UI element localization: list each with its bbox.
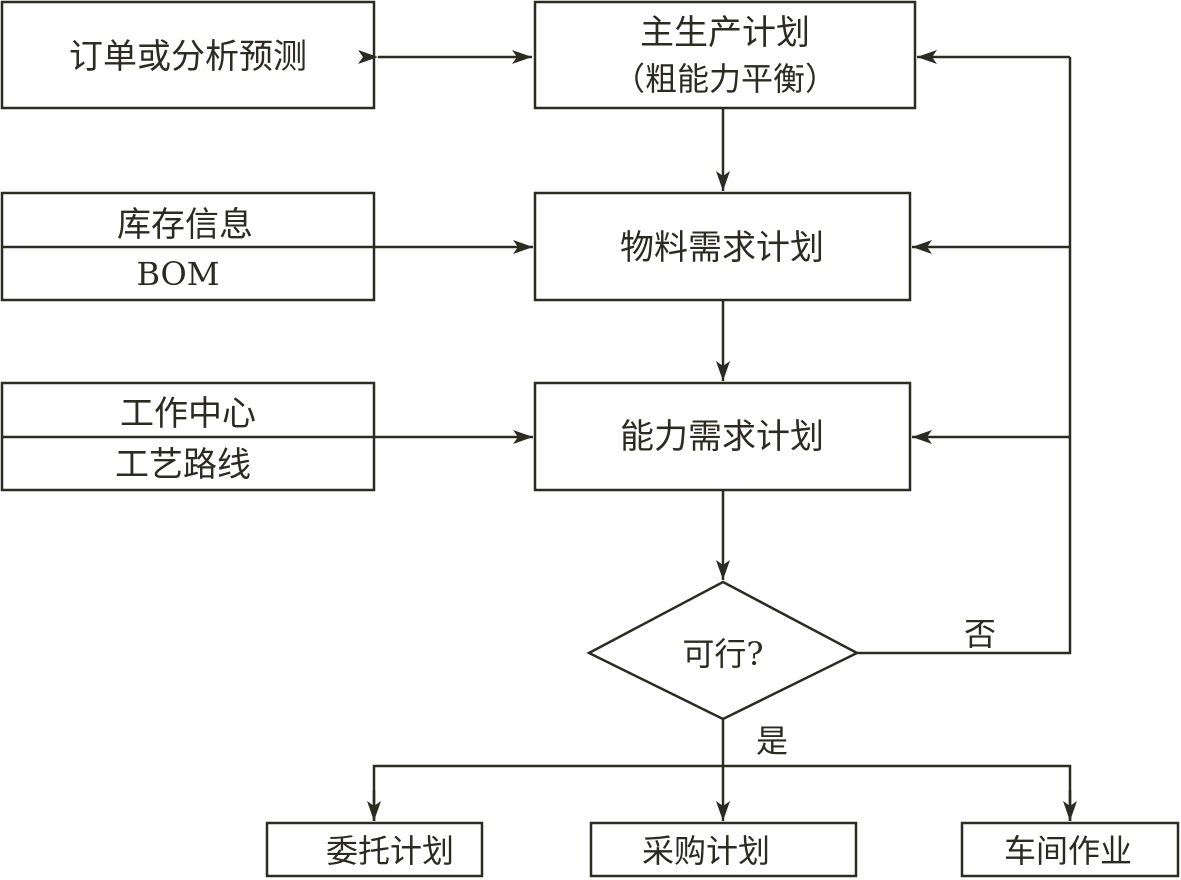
mps-sublabel: （粗能力平衡） bbox=[613, 60, 837, 98]
bom-label: BOM bbox=[136, 255, 219, 293]
inventory-label: 库存信息 bbox=[117, 205, 253, 245]
work-center-label: 工作中心 bbox=[120, 394, 256, 434]
workshop-label: 车间作业 bbox=[1004, 832, 1132, 870]
workshop-operation-box: 车间作业 bbox=[960, 821, 1180, 878]
outsourcing-label: 委托计划 bbox=[326, 832, 454, 870]
crp-label: 能力需求计划 bbox=[620, 417, 824, 457]
mrp-label: 物料需求计划 bbox=[620, 228, 824, 268]
no-label: 否 bbox=[964, 615, 996, 653]
material-requirements-plan-box: 物料需求计划 bbox=[533, 191, 912, 302]
outsourcing-plan-box: 委托计划 bbox=[265, 821, 484, 878]
yes-label: 是 bbox=[756, 722, 788, 760]
routing-label: 工艺路线 bbox=[115, 445, 251, 485]
orders-label: 订单或分析预测 bbox=[69, 37, 307, 77]
purchasing-label: 采购计划 bbox=[642, 832, 770, 870]
master-production-schedule-box: 主生产计划 （粗能力平衡） bbox=[533, 0, 917, 110]
feasible-decision-diamond: 可行? bbox=[586, 580, 860, 721]
mps-label: 主生产计划 bbox=[640, 13, 810, 53]
no-feedback-line bbox=[857, 57, 1072, 655]
capacity-requirements-plan-box: 能力需求计划 bbox=[533, 381, 912, 492]
decision-label: 可行? bbox=[682, 635, 763, 673]
orders-box: 订单或分析预测 bbox=[0, 0, 376, 110]
purchasing-plan-box: 采购计划 bbox=[589, 821, 858, 878]
